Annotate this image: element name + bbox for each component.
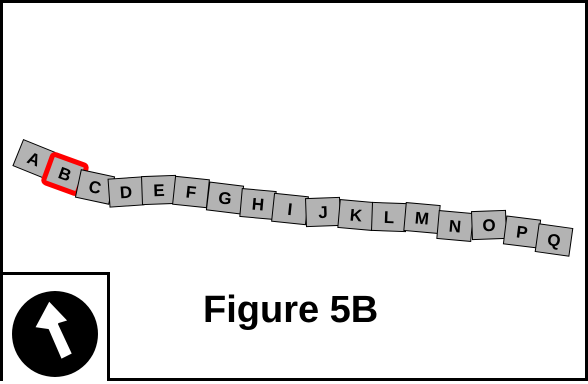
letter-tile-k: K [337, 199, 375, 231]
letter-tile-j: J [305, 196, 341, 228]
letter-tile-l: L [371, 201, 407, 233]
tile-label: I [287, 200, 294, 219]
direction-arrow-icon [12, 291, 98, 377]
letter-tile-i: I [271, 192, 309, 226]
tile-label: O [482, 216, 496, 235]
tile-label: F [185, 183, 197, 203]
letter-tile-c: C [74, 169, 116, 205]
tile-label: D [119, 183, 133, 203]
letter-tile-h: H [239, 188, 277, 220]
letter-tile-q: Q [534, 223, 574, 257]
tile-label: N [448, 216, 462, 236]
letter-tile-a: A [12, 139, 56, 179]
tile-label: H [251, 194, 265, 214]
letter-tile-f: F [172, 175, 210, 209]
letter-tile-n: N [436, 210, 474, 242]
letter-tile-o: O [471, 209, 507, 241]
tile-label: K [349, 205, 364, 225]
letter-tile-e: E [141, 174, 177, 206]
tile-label: L [383, 208, 394, 227]
tile-label: Q [546, 230, 562, 251]
tile-label: P [515, 222, 529, 242]
tile-label: E [153, 181, 165, 200]
tile-label: B [56, 163, 74, 185]
direction-icon-box [3, 272, 110, 381]
letter-tile-m: M [403, 202, 441, 234]
tile-label: J [318, 203, 328, 222]
letter-tile-g: G [205, 181, 245, 215]
letter-tile-b: B [41, 152, 89, 196]
figure-caption: Figure 5B [203, 289, 379, 331]
tile-label: C [87, 177, 103, 198]
tile-label: G [217, 188, 232, 208]
letter-tile-p: P [502, 215, 542, 249]
tile-box [534, 223, 574, 257]
letter-tile-d: D [107, 176, 145, 208]
tile-label: M [414, 208, 430, 228]
